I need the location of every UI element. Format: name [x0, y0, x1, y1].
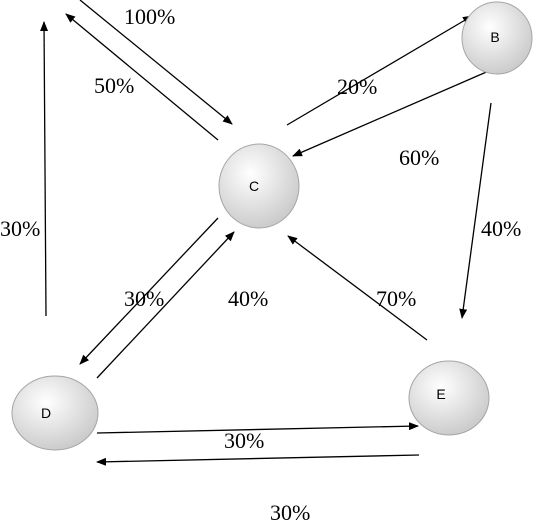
- edge-label-c-to-d: 30%: [124, 286, 164, 311]
- edge-d-to-top: [40, 21, 49, 317]
- edge-label-c-to-top: 50%: [94, 73, 134, 98]
- edge-label-e-to-d: 30%: [270, 500, 310, 523]
- edge-label-d-to-top: 30%: [0, 216, 40, 241]
- edge-b-to-e: [459, 102, 492, 319]
- edge-label-top-to-c: 100%: [124, 4, 175, 29]
- edge-label-d-to-e: 30%: [224, 428, 264, 453]
- edge-b-to-c: [292, 69, 492, 157]
- edge-d-to-c: [96, 231, 235, 379]
- edge-label-b-to-e: 40%: [481, 216, 521, 241]
- node-d-label: D: [41, 405, 51, 421]
- node-b: B: [461, 1, 533, 75]
- edge-c-to-top: [65, 13, 219, 141]
- node-e: E: [408, 360, 490, 436]
- edge-label-b-to-c: 60%: [399, 145, 439, 170]
- node-b-label: B: [490, 29, 499, 45]
- node-d: D: [11, 375, 99, 451]
- edge-label-e-to-c: 70%: [376, 286, 416, 311]
- edge-e-to-d: [96, 454, 420, 466]
- edge-e-to-c: [287, 235, 428, 341]
- edge-top-to-c: [79, 0, 233, 125]
- edge-label-d-to-c: 40%: [228, 286, 268, 311]
- edge-d-to-e: [96, 422, 419, 434]
- edge-label-c-to-b: 20%: [337, 74, 377, 99]
- node-e-label: E: [436, 386, 445, 402]
- node-c: C: [218, 143, 300, 229]
- edge-c-to-b: [286, 15, 473, 126]
- node-c-label: C: [249, 178, 259, 194]
- edge-c-to-d: [79, 217, 219, 365]
